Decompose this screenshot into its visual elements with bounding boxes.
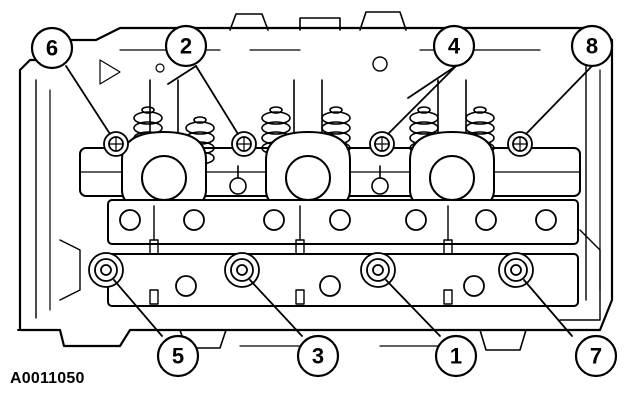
cam-cap-left (121, 79, 207, 213)
leader-4b (407, 65, 457, 99)
leader-4 (387, 65, 457, 135)
cam-bearing-caps (121, 79, 495, 213)
head-bolt-1 (360, 252, 396, 288)
leader-8 (525, 65, 593, 135)
callout-5: 5 (156, 334, 200, 378)
callout-6-label: 6 (46, 36, 58, 61)
callout-8-label: 8 (586, 34, 598, 59)
leader-2b (167, 65, 197, 85)
upper-head-bolts (103, 131, 533, 157)
callout-4: 4 (432, 24, 476, 68)
callout-8: 8 (570, 24, 614, 68)
callout-3: 3 (296, 334, 340, 378)
lower-head-bolts (88, 252, 534, 288)
head-bolt-2 (231, 131, 257, 157)
callout-2: 2 (164, 24, 208, 68)
callouts: 6 2 4 8 5 3 1 (30, 24, 618, 378)
callout-1: 1 (434, 334, 478, 378)
head-bolt-6 (103, 131, 129, 157)
head-bolt-5 (88, 252, 124, 288)
cam-cap-center (265, 79, 351, 213)
callout-6: 6 (30, 26, 74, 70)
leader-6 (65, 65, 111, 135)
callout-7-label: 7 (590, 344, 602, 369)
leader-5 (113, 279, 163, 337)
callout-1-label: 1 (450, 344, 462, 369)
callout-4-label: 4 (448, 34, 461, 59)
head-bolt-8 (507, 131, 533, 157)
head-bolt-4 (369, 131, 395, 157)
callout-2-label: 2 (180, 34, 192, 59)
leader-2 (195, 65, 239, 135)
leader-1 (385, 279, 441, 337)
leader-7 (523, 279, 573, 337)
callout-5-label: 5 (172, 344, 184, 369)
cam-cap-right (409, 79, 495, 213)
leader-3 (249, 279, 303, 337)
lower-bearing-rail (107, 199, 579, 307)
callout-7: 7 (574, 334, 618, 378)
figure-id: A0011050 (10, 370, 85, 387)
callout-3-label: 3 (312, 344, 324, 369)
head-bolt-7 (498, 252, 534, 288)
head-bolt-3 (224, 252, 260, 288)
leader-lines (65, 65, 593, 337)
